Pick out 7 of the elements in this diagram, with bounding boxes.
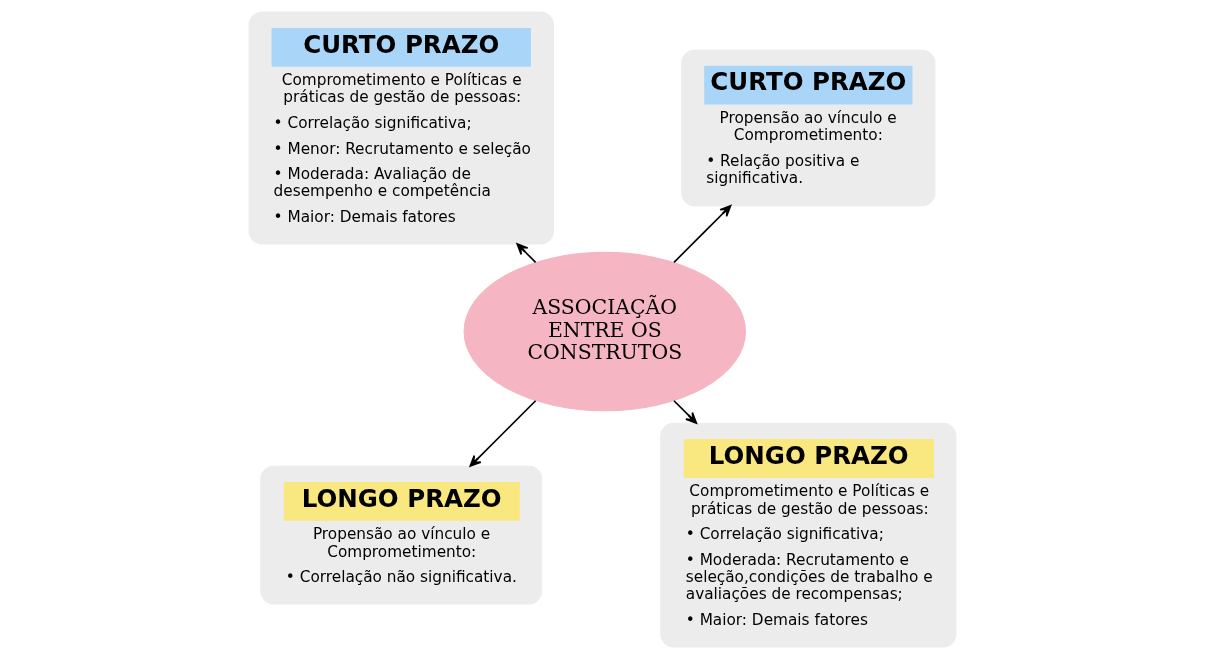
node-box: CURTO PRAZO Comprometimento e Políticas e práticas de gestão de pessoas: • Correlação significativa; • Menor: Recrutamento e seleção • Moderada: Avaliação de desempenho e competência • Maior: Demais fatores (248, 11, 554, 245)
arrow (673, 399, 698, 424)
node-box: LONGO PRAZO Propensão ao vínculo e Comprometimento: • Correlação não significativa. (260, 465, 543, 605)
node-box: CURTO PRAZO Propensão ao vínculo e Comprometimento: • Relação positiva e significativa. (681, 49, 936, 207)
arrow (469, 399, 537, 467)
arrow (673, 204, 732, 264)
node-box: LONGO PRAZO Comprometimento e Políticas e práticas de gestão de pessoas: • Correlação significativa; • Moderada: Recrutamento e seleção,condições de trabalho e avaliações de recompensas; • Maior: Demais fatores (660, 422, 957, 648)
